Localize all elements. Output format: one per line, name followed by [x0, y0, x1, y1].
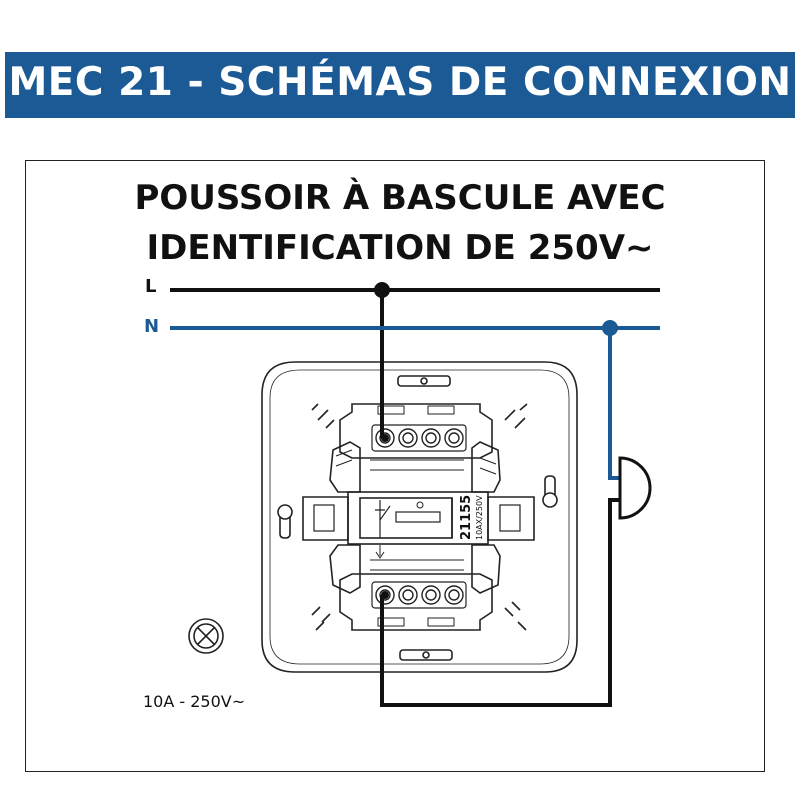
model-number: 21155	[459, 495, 474, 540]
load-symbol-icon	[618, 456, 652, 520]
live-wire-junction	[374, 282, 390, 298]
neutral-wire	[170, 326, 660, 480]
switch-mechanism	[302, 403, 535, 631]
neutral-wire-label: N	[144, 316, 160, 337]
lamp-symbol-icon	[188, 618, 224, 654]
load-wire-terminal-dot	[381, 591, 389, 599]
page-title: MEC 21 - SCHÉMAS DE CONNEXION	[8, 60, 792, 105]
model-rating: 10AX/250V	[475, 495, 484, 540]
diagram-frame	[25, 160, 765, 772]
neutral-wire-junction	[602, 320, 618, 336]
mounting-plate	[261, 361, 578, 673]
live-wire-terminal-dot	[381, 434, 389, 442]
header-bar: MEC 21 - SCHÉMAS DE CONNEXION	[5, 52, 795, 118]
diagram-title-line2: IDENTIFICATION DE 250V~	[146, 228, 654, 268]
diagram-title-line1: POUSSOIR À BASCULE AVEC	[134, 178, 666, 218]
live-wire-label: L	[145, 276, 157, 297]
live-wire	[170, 288, 660, 438]
upper-terminals	[375, 428, 464, 448]
lower-terminals	[375, 585, 464, 605]
rating-label: 10A - 250V~	[143, 692, 246, 711]
load-wire	[380, 498, 620, 707]
